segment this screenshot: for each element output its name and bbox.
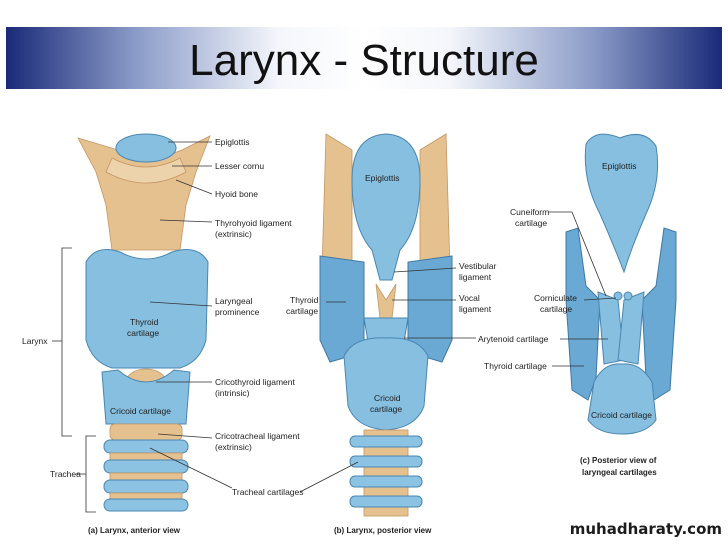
label-cuneiform-2: cartilage: [515, 218, 547, 228]
label-cricotracheal-1: Cricotracheal ligament: [215, 431, 300, 441]
label-vestibular-1: Vestibular: [459, 261, 496, 271]
label-corniculate-2: cartilage: [540, 304, 572, 314]
cricoid-cartilage-b: [343, 337, 429, 431]
label-arytenoid: Arytenoid cartilage: [478, 334, 549, 344]
caption-panel-c-1: (c) Posterior view of: [580, 456, 657, 465]
title-banner: [6, 27, 722, 89]
label-epiglottis-c: Epiglottis: [602, 161, 637, 171]
label-thyroid-c: Thyroid cartilage: [484, 361, 547, 371]
label-cricoid-c: Cricoid cartilage: [591, 410, 652, 420]
caption-panel-c-2: laryngeal cartilages: [582, 468, 657, 477]
watermark: muhadharaty.com: [569, 520, 722, 538]
epiglottis-c: [584, 133, 659, 274]
panel-a-anterior: Epiglottis Lesser cornu Hyoid bone Thyro…: [22, 133, 304, 535]
caption-panel-a: (a) Larynx, anterior view: [88, 526, 181, 535]
label-cricoid-a: Cricoid cartilage: [110, 406, 171, 416]
larynx-bracket: [61, 247, 72, 437]
label-laryngeal-1: Laryngeal: [215, 296, 252, 306]
label-cuneiform-1: Cuneiform: [510, 207, 549, 217]
label-thyrohyoid-2: (extrinsic): [215, 229, 252, 239]
label-thyroid-2: cartilage: [127, 328, 159, 338]
label-lesser-cornu: Lesser cornu: [215, 161, 264, 171]
label-thyroid-b-2: cartilage: [286, 306, 318, 316]
trachea-bracket: [85, 435, 96, 513]
hyoid-bone: [105, 157, 187, 184]
label-larynx: Larynx: [22, 336, 48, 346]
tracheal-ring-b: [349, 435, 423, 448]
label-thyrohyoid-1: Thyrohyoid ligament: [215, 218, 292, 228]
label-cricotracheal-2: (extrinsic): [215, 442, 252, 452]
corniculate-cartilage: [613, 291, 623, 301]
panel-b-posterior: Epiglottis Thyroid cartilage Vestibular …: [286, 133, 496, 535]
tracheal-ring: [109, 452, 183, 461]
label-tracheal-cartilages: Tracheal cartilages: [232, 487, 304, 497]
label-laryngeal-2: prominence: [215, 307, 260, 317]
label-epiglottis-a: Epiglottis: [215, 137, 250, 147]
label-hyoid-bone: Hyoid bone: [215, 189, 258, 199]
label-thyroid-1: Thyroid: [130, 317, 159, 327]
label-cricothyroid-1: Cricothyroid ligament: [215, 377, 295, 387]
caption-panel-b: (b) Larynx, posterior view: [334, 526, 432, 535]
tracheal-ring-b: [349, 495, 423, 508]
tracheal-ring: [103, 498, 189, 512]
thyroid-lamina-left: [565, 227, 601, 401]
corniculate-cartilage-right: [623, 291, 633, 301]
label-trachea: Trachea: [50, 469, 81, 479]
vocal-ligament: [375, 283, 397, 319]
tracheal-ring: [109, 472, 183, 481]
thyroid-lamina-right: [641, 227, 677, 401]
tracheal-ring: [109, 492, 183, 500]
tracheal-ring: [103, 479, 189, 494]
label-cricoid-b-1: Cricoid: [374, 393, 401, 403]
slide-title: Larynx - Structure: [189, 36, 539, 85]
label-vocal-2: ligament: [459, 304, 492, 314]
thyroid-cartilage-a: [85, 249, 209, 369]
label-cricoid-b-2: cartilage: [370, 404, 402, 414]
label-corniculate-1: Corniculate: [534, 293, 577, 303]
arytenoid-c-right: [617, 291, 645, 365]
tracheal-ring-b: [349, 475, 423, 488]
thyrohyoid-ligament-b-right: [419, 133, 451, 271]
label-vestibular-2: ligament: [459, 272, 492, 282]
cricoid-cartilage-a: [101, 369, 191, 425]
tracheal-ring: [103, 439, 189, 454]
thyrohyoid-ligament-b: [321, 133, 353, 271]
tracheal-ring: [103, 459, 189, 474]
epiglottis-b: [351, 133, 421, 281]
epiglottis-a: [115, 133, 177, 163]
cricotracheal-ligament: [109, 423, 183, 441]
tracheal-ring-b: [349, 455, 423, 468]
label-vocal-1: Vocal: [459, 293, 480, 303]
label-epiglottis-b: Epiglottis: [365, 173, 400, 183]
cricoid-cartilage-c: [587, 363, 657, 435]
panel-c-cartilages: Epiglottis Cuneiform cartilage Cornicula…: [478, 133, 677, 477]
label-thyroid-b-1: Thyroid: [290, 295, 319, 305]
label-cricothyroid-2: (intrinsic): [215, 388, 250, 398]
